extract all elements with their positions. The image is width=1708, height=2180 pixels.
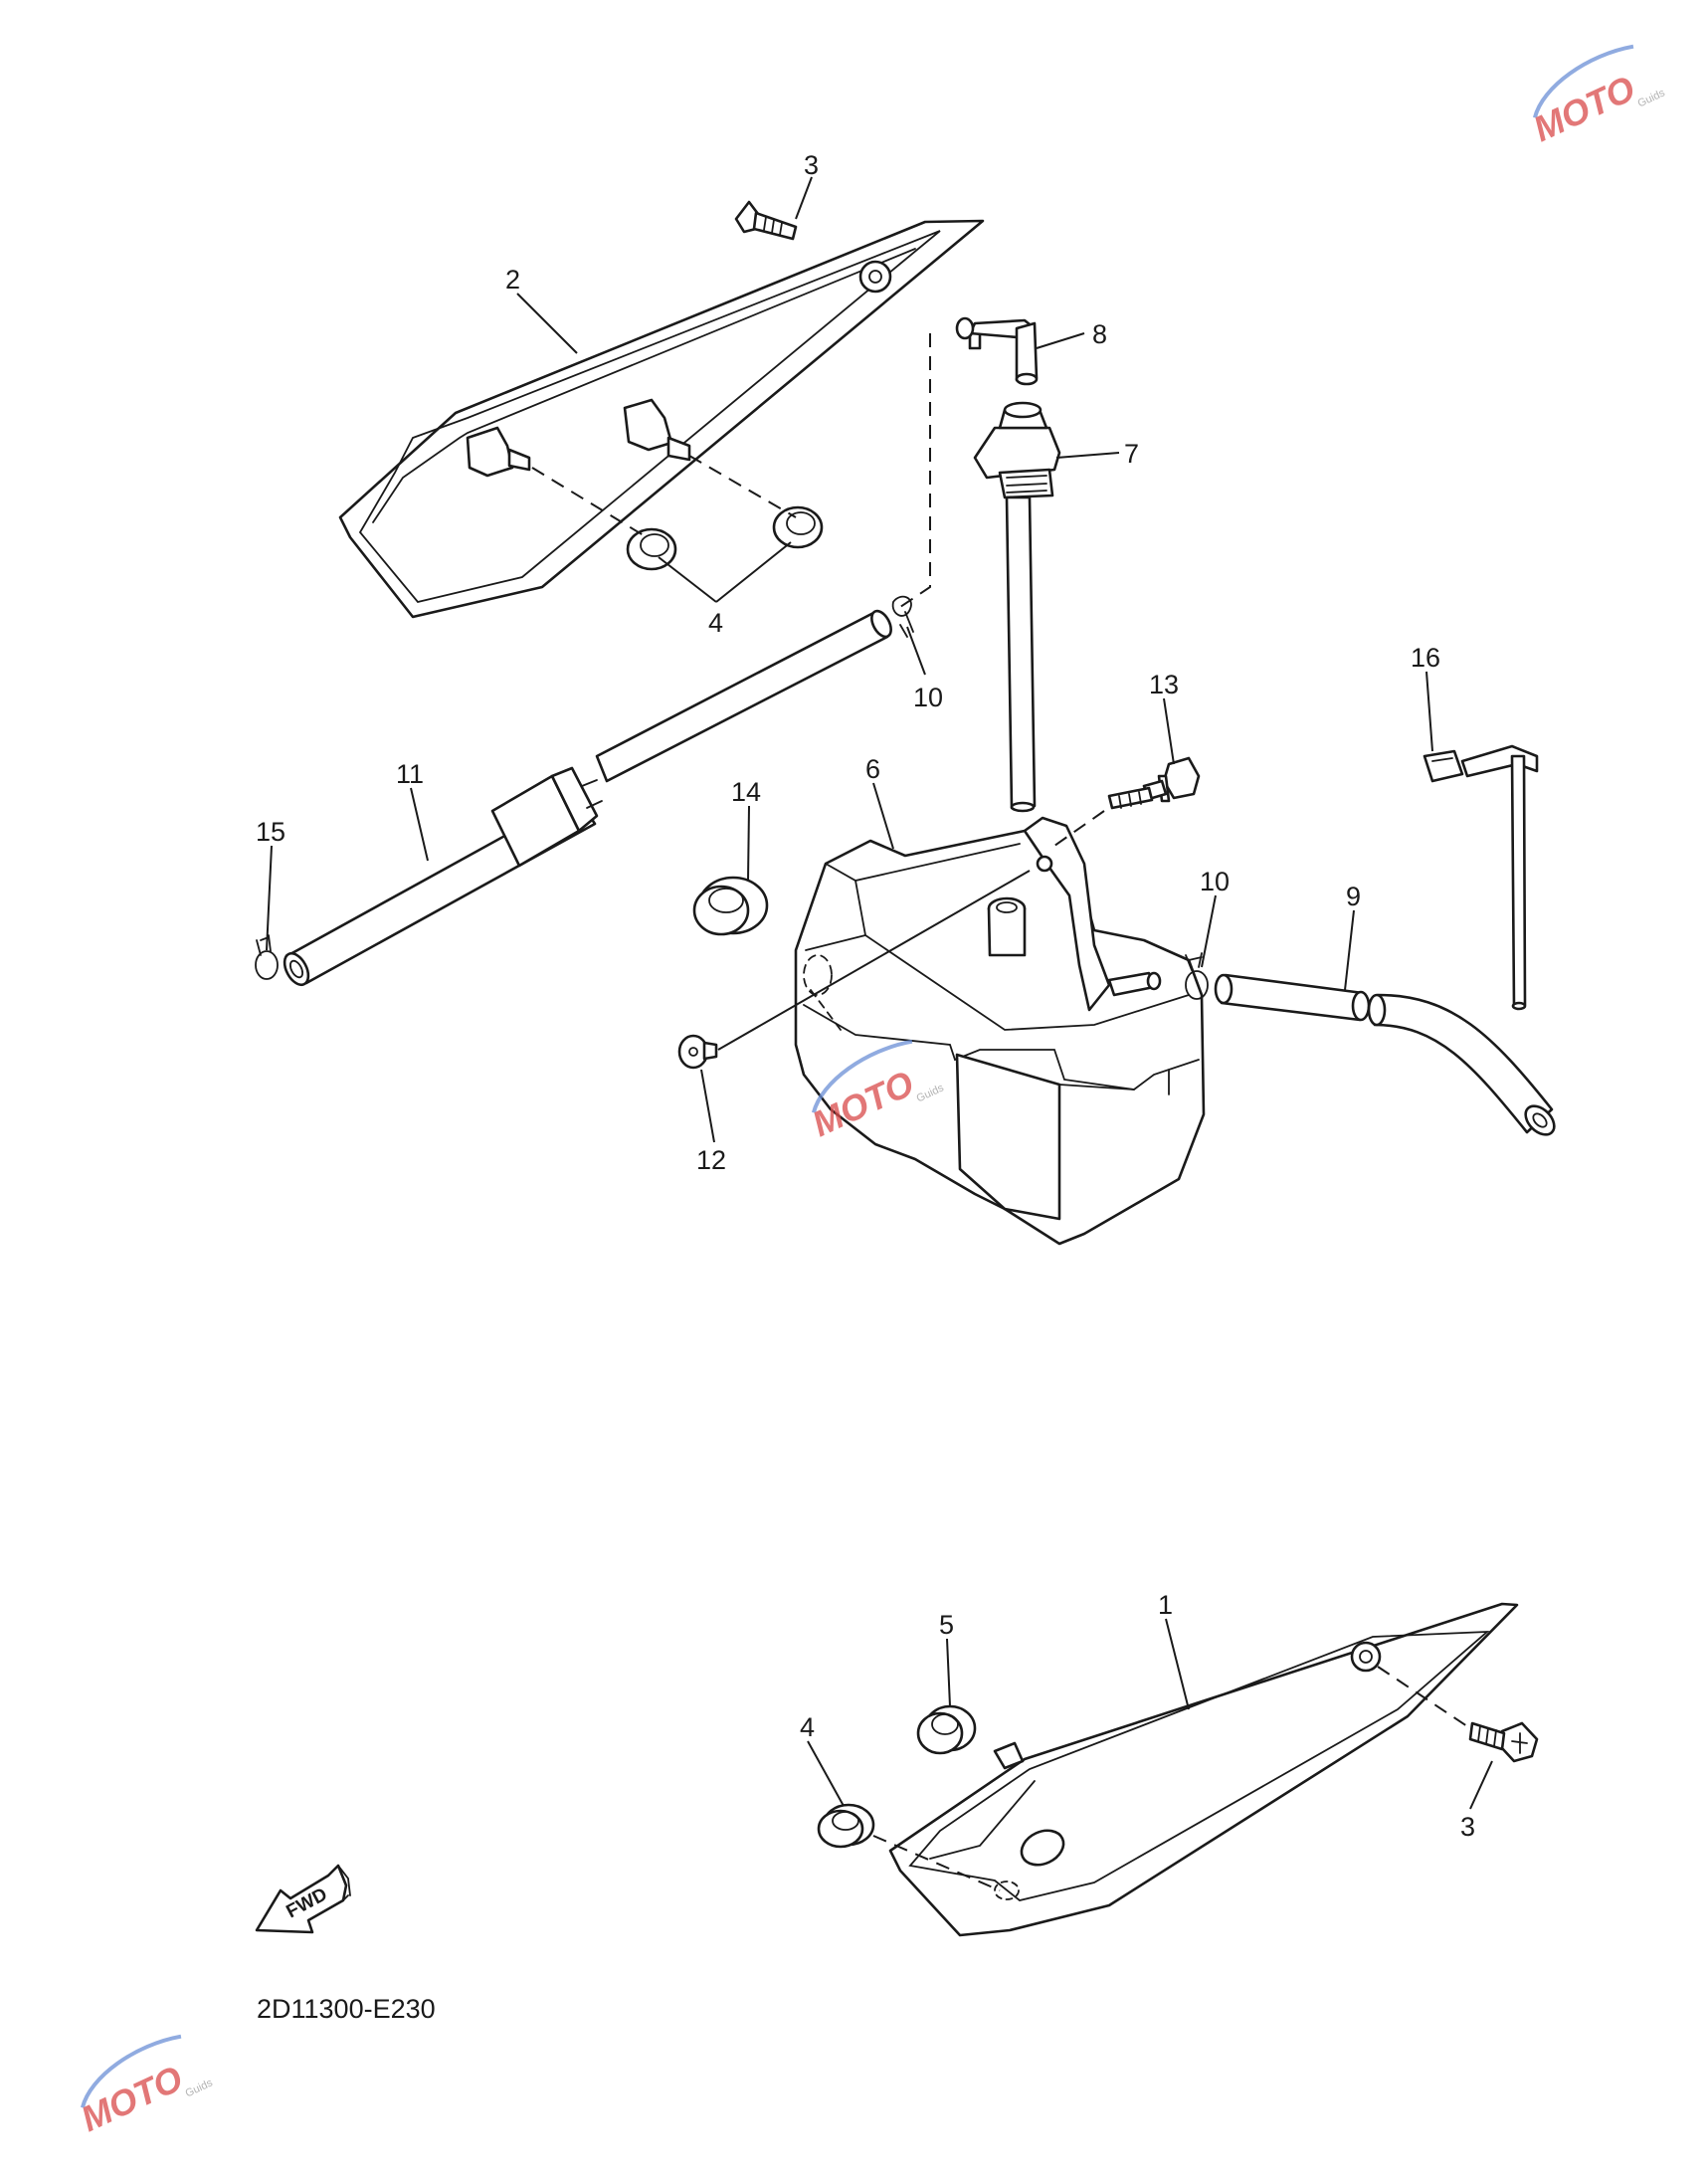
leader-lines: [266, 176, 1493, 1810]
callout-side-cover-left: 2: [505, 265, 520, 295]
callout-breather-hose: 11: [396, 759, 424, 789]
elbow-pipe: [955, 316, 1039, 386]
callout-elbow-pipe: 8: [1092, 319, 1107, 349]
clip-15: [255, 934, 279, 980]
drain-hose: [1214, 973, 1556, 1136]
diagram-code: 2D11300-E230: [257, 1994, 436, 2024]
side-cover-right: [888, 1602, 1519, 1937]
svg-text:Guids: Guids: [1636, 87, 1668, 109]
svg-text:Guids: Guids: [184, 2077, 216, 2099]
svg-text:MOTO: MOTO: [1527, 68, 1641, 150]
clip-lower: [1185, 952, 1209, 1000]
clamp-16: [1423, 744, 1539, 1011]
callout-clip-15: 15: [256, 817, 285, 847]
callout-grommet: 4: [708, 608, 723, 638]
grommet-upper-left: [626, 527, 677, 571]
watermark-logo-bottom: MOTO Guids: [75, 2034, 216, 2140]
svg-text:MOTO: MOTO: [75, 2058, 189, 2140]
callout-grommet-14: 14: [731, 777, 761, 807]
grommet-5: [916, 1704, 977, 1755]
callout-side-cover-right: 1: [1158, 1590, 1173, 1620]
callout-screw: 3: [804, 150, 819, 180]
watermark-logo-top: MOTO Guids: [1527, 44, 1668, 150]
breather-hose: [283, 609, 892, 987]
callout-grommet-5: 5: [939, 1610, 954, 1640]
callout-drain-hose: 9: [1346, 882, 1361, 911]
callout-tank: 6: [865, 754, 880, 784]
grommet-4-lower: [817, 1803, 875, 1849]
clip-upper: [891, 595, 914, 638]
side-cover-left: [338, 219, 985, 619]
screw-lower: [1468, 1721, 1539, 1763]
callout-grommet-lower: 4: [800, 1712, 815, 1742]
grommet-14: [692, 876, 769, 936]
grommet-12: [677, 1034, 718, 1070]
callout-bolt: 13: [1149, 670, 1179, 699]
filler-cap: [973, 401, 1061, 499]
callout-filler-cap: 7: [1124, 439, 1139, 469]
bolt-13: [1107, 756, 1201, 810]
fwd-arrow-icon: FWD: [255, 1864, 351, 1934]
callout-numbers: 3 2 8 7 4 10 16 13 11 6 14 15 10 9 12 5 …: [256, 150, 1475, 1842]
callout-clip-lower: 10: [1200, 867, 1230, 896]
callout-clip: 10: [913, 683, 943, 712]
callout-screw-lower: 3: [1460, 1812, 1475, 1842]
grommet-upper-right: [772, 505, 824, 549]
callout-grommet-12: 12: [696, 1145, 726, 1175]
callout-clamp: 16: [1411, 643, 1440, 673]
reservoir-tank: [794, 816, 1206, 1246]
screw-upper: [734, 200, 798, 241]
